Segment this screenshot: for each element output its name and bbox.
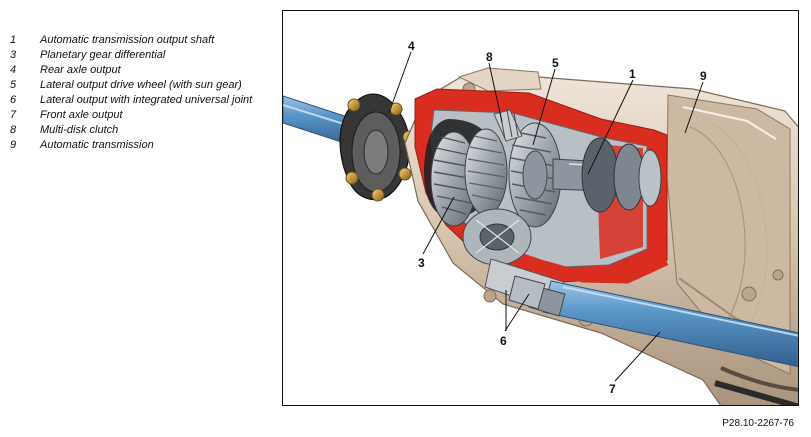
legend-item: 4 Rear axle output bbox=[10, 64, 272, 76]
legend-item: 8 Multi-disk clutch bbox=[10, 124, 272, 136]
legend-item: 9 Automatic transmission bbox=[10, 139, 272, 151]
callout-line-9 bbox=[684, 81, 704, 134]
legend-number: 7 bbox=[10, 109, 17, 121]
legend-number: 3 bbox=[10, 49, 17, 61]
callout-line-3 bbox=[422, 196, 455, 255]
callout-line-7 bbox=[614, 331, 661, 382]
callout-label-6: 6 bbox=[500, 334, 507, 348]
legend-number: 9 bbox=[10, 139, 17, 151]
callout-label-7: 7 bbox=[609, 382, 616, 396]
callout-lines bbox=[388, 51, 704, 382]
legend-number: 6 bbox=[10, 94, 17, 106]
legend-number: 5 bbox=[10, 79, 17, 91]
callout-line-5 bbox=[532, 68, 556, 146]
legend-text: Lateral output with integrated universal… bbox=[40, 94, 253, 106]
callout-labels: 4 8 5 1 9 3 6 7 bbox=[408, 39, 707, 396]
callout-label-4: 4 bbox=[408, 39, 415, 53]
legend-text: Multi-disk clutch bbox=[40, 124, 119, 136]
callout-label-3: 3 bbox=[418, 256, 425, 270]
legend-item: 3 Planetary gear differential bbox=[10, 49, 272, 61]
callout-line-1 bbox=[587, 79, 634, 175]
legend-text: Automatic transmission bbox=[40, 139, 154, 151]
legend-text: Front axle output bbox=[40, 109, 123, 121]
figure-id: P28.10-2267-76 bbox=[722, 418, 794, 429]
transmission-illustration: 4 8 5 1 9 3 6 7 bbox=[283, 39, 798, 405]
legend-item: 5 Lateral output drive wheel (with sun g… bbox=[10, 79, 272, 91]
transmission-cutaway-figure: 4 8 5 1 9 3 6 7 bbox=[282, 10, 799, 406]
callout-label-5: 5 bbox=[552, 56, 559, 70]
legend-number: 4 bbox=[10, 64, 17, 76]
planetary-gear-differential bbox=[430, 128, 508, 227]
output-shaft-assembly bbox=[552, 137, 662, 213]
rear-axle-flange bbox=[339, 93, 416, 202]
legend-list: 1 Automatic transmission output shaft 3 … bbox=[10, 34, 272, 154]
callout-label-9: 9 bbox=[700, 69, 707, 83]
lateral-output-drive-wheel bbox=[508, 122, 562, 228]
legend-item: 7 Front axle output bbox=[10, 109, 272, 121]
legend-item: 6 Lateral output with integrated univers… bbox=[10, 94, 272, 106]
callout-line-6a bbox=[504, 293, 530, 332]
callout-line-4 bbox=[388, 51, 412, 114]
lower-differential-gears bbox=[462, 208, 532, 266]
legend-text: Planetary gear differential bbox=[40, 49, 166, 61]
legend-number: 8 bbox=[10, 124, 17, 136]
callout-label-8: 8 bbox=[486, 50, 493, 64]
legend-text: Automatic transmission output shaft bbox=[40, 34, 215, 46]
front-axle-shaft bbox=[484, 258, 798, 368]
legend-item: 1 Automatic transmission output shaft bbox=[10, 34, 272, 46]
callout-line-8 bbox=[488, 62, 503, 123]
legend-text: Rear axle output bbox=[40, 64, 121, 76]
legend-number: 1 bbox=[10, 34, 17, 46]
callout-label-1: 1 bbox=[629, 67, 636, 81]
legend-text: Lateral output drive wheel (with sun gea… bbox=[40, 79, 242, 91]
